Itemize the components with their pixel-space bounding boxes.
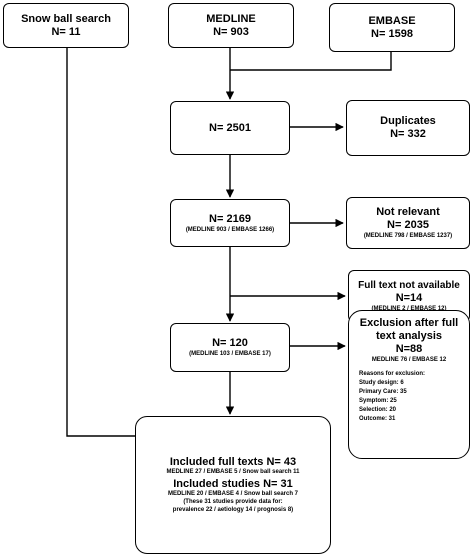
exclusion-title-line1: Exclusion after full — [359, 317, 459, 329]
embase-connector — [230, 52, 392, 71]
medline-title: MEDLINE — [206, 12, 256, 25]
duplicates-box: Duplicates N= 332 — [346, 100, 470, 156]
snowball-box: Snow ball search N= 11 — [3, 3, 129, 48]
exclusion-reason: Primary Care: 35 — [359, 389, 407, 395]
included-note-line2: prevalence 22 / aetiology 14 / prognosis… — [172, 506, 294, 513]
medline-box: MEDLINE N= 903 — [168, 3, 294, 48]
combined-box: N= 2501 — [170, 101, 290, 155]
embase-count: N= 1598 — [371, 27, 413, 40]
medline-count: N= 903 — [213, 25, 249, 38]
included-fulltexts-detail: MEDLINE 27 / EMBASE 5 / Snow ball search… — [166, 468, 300, 475]
no-fulltext-detail: (MEDLINE 2 / EMBASE 12) — [371, 305, 447, 312]
embase-box: EMBASE N= 1598 — [329, 3, 455, 52]
included-studies-detail: MEDLINE 20 / EMBASE 4 / Snow ball search… — [167, 491, 299, 498]
exclusion-reason: Selection: 20 — [359, 407, 397, 413]
exclusion-reason: Symptom: 25 — [359, 398, 397, 404]
combined-count: N= 2501 — [209, 121, 251, 134]
not-relevant-title: Not relevant — [376, 206, 440, 218]
screened-count: N= 2169 — [209, 212, 251, 225]
included-studies: Included studies N= 31 — [173, 478, 293, 491]
exclusion-detail: MEDLINE 76 / EMBASE 12 — [371, 357, 447, 363]
exclusion-title-line2: text analysis — [375, 330, 443, 342]
embase-title: EMBASE — [368, 14, 416, 27]
duplicates-count: N= 332 — [390, 128, 426, 140]
included-fulltexts: Included full texts N= 43 — [169, 455, 297, 468]
no-fulltext-count: N=14 — [395, 291, 423, 304]
not-relevant-box: Not relevant N= 2035 (MEDLINE 798 / EMBA… — [346, 197, 470, 249]
exclusion-reasons: Reasons for exclusion: Study design: 6 P… — [349, 366, 425, 424]
fulltext-count: N= 120 — [212, 337, 248, 349]
included-note-line1: (These 31 studies provide data for: — [183, 499, 283, 505]
no-fulltext-title: Full text not available — [358, 279, 460, 291]
exclusion-reason: Outcome: 31 — [359, 416, 396, 422]
exclusion-box: Exclusion after full text analysis N=88 … — [348, 310, 470, 459]
not-relevant-count: N= 2035 — [387, 219, 429, 231]
snowball-count: N= 11 — [51, 25, 81, 38]
fulltext-detail: (MEDLINE 103 / EMBASE 17) — [189, 351, 271, 357]
included-box: Included full texts N= 43 MEDLINE 27 / E… — [135, 416, 331, 554]
duplicates-title: Duplicates — [380, 115, 436, 127]
exclusion-reasons-heading: Reasons for exclusion: — [359, 371, 426, 377]
not-relevant-detail: (MEDLINE 798 / EMBASE 1237) — [363, 233, 453, 239]
fulltext-box: N= 120 (MEDLINE 103 / EMBASE 17) — [170, 323, 290, 372]
exclusion-reason: Study design: 6 — [359, 380, 404, 386]
screened-detail: (MEDLINE 903 / EMBASE 1266) — [185, 226, 275, 233]
snowball-title: Snow ball search — [21, 12, 111, 25]
screened-box: N= 2169 (MEDLINE 903 / EMBASE 1266) — [170, 199, 290, 247]
exclusion-count: N=88 — [395, 343, 423, 355]
